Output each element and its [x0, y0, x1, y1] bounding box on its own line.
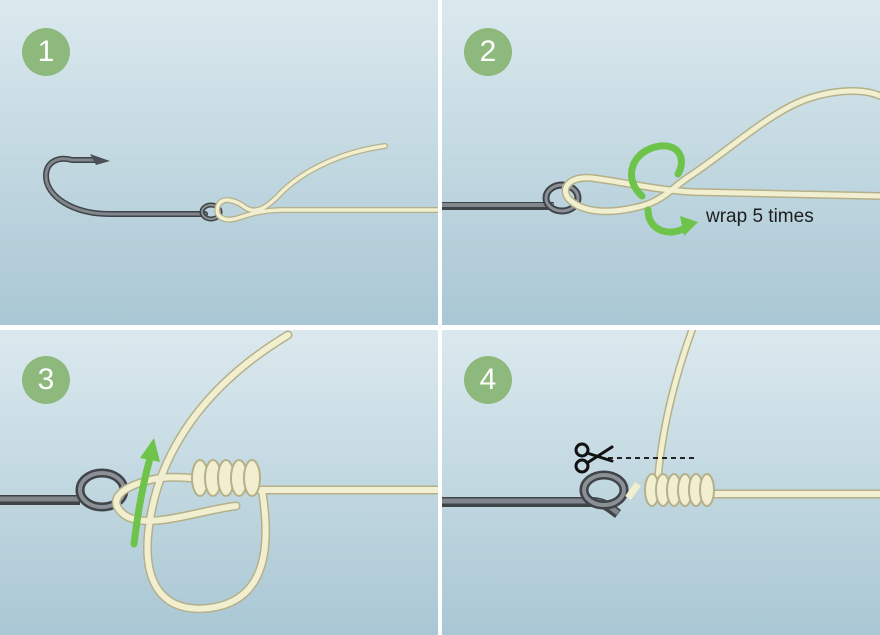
step-1-illustration: [0, 0, 438, 325]
line-wraps: [644, 473, 715, 507]
wrap-instruction-label: wrap 5 times: [706, 206, 814, 227]
step-number-badge: 4: [464, 356, 512, 404]
step-panel-3: 3: [0, 330, 438, 635]
fish-hook: [42, 154, 223, 222]
hook-shank: [442, 181, 582, 215]
hook-shank: [442, 470, 629, 518]
step-panel-2: 2 wrap 5 times: [442, 0, 880, 325]
rotate-arrow-icon: [628, 142, 698, 236]
fishing-line: [111, 330, 438, 614]
step-number-badge: 2: [464, 28, 512, 76]
step-3-illustration: [0, 330, 438, 635]
step-number-badge: 3: [22, 356, 70, 404]
step-4-illustration: [442, 330, 880, 635]
step-number-badge: 1: [22, 28, 70, 76]
step-panel-4: 4: [442, 330, 880, 635]
line-wraps: [191, 459, 261, 497]
fishing-line: [625, 330, 880, 507]
up-arrow-icon: [130, 438, 160, 548]
fishing-line: [214, 143, 438, 223]
scissors-icon: [574, 442, 614, 474]
step-2-illustration: [442, 0, 880, 325]
step-panel-1: 1: [0, 0, 438, 325]
fishing-line: [561, 87, 880, 216]
